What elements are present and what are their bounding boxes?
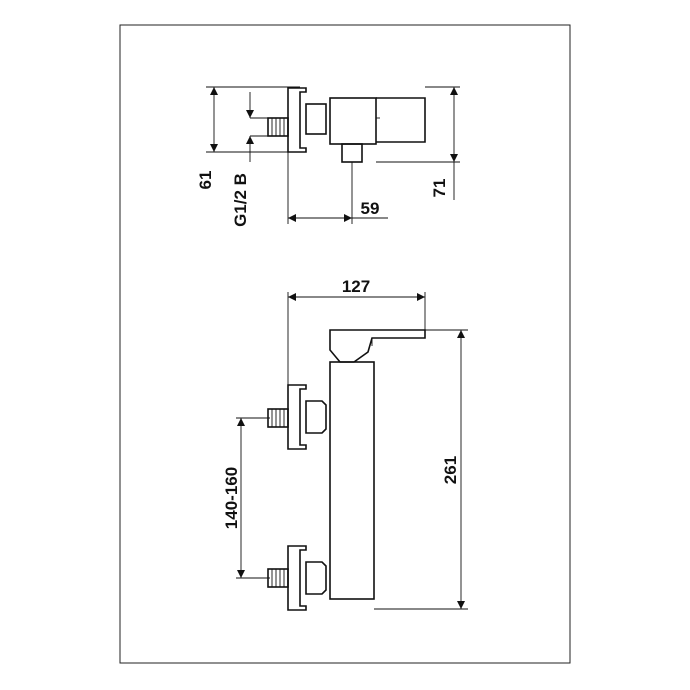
front-upper-inlet — [267, 384, 327, 450]
side-union-nut — [305, 103, 327, 135]
front-lever-handle — [329, 329, 426, 363]
front-mixer-body — [329, 361, 375, 600]
side-mixer-body — [329, 97, 377, 145]
side-wall-flange — [287, 87, 307, 153]
front-view: 127 261 140-160 — [222, 277, 468, 611]
dim-label-261: 261 — [441, 456, 460, 484]
dim-label-71: 71 — [430, 179, 449, 198]
dim-label-127: 127 — [342, 277, 370, 296]
side-view: 61 G1/2 B 59 71 — [196, 86, 460, 227]
front-lower-inlet — [267, 545, 327, 611]
dim-label-140-160: 140-160 — [222, 467, 241, 529]
side-thread-connector — [267, 117, 289, 137]
drawing-frame — [119, 24, 571, 664]
dim-label-61: 61 — [196, 171, 215, 190]
side-lever-handle — [376, 97, 426, 143]
side-outlet — [341, 143, 363, 163]
dim-label-thread: G1/2 B — [231, 173, 250, 227]
dim-label-59: 59 — [361, 199, 380, 218]
